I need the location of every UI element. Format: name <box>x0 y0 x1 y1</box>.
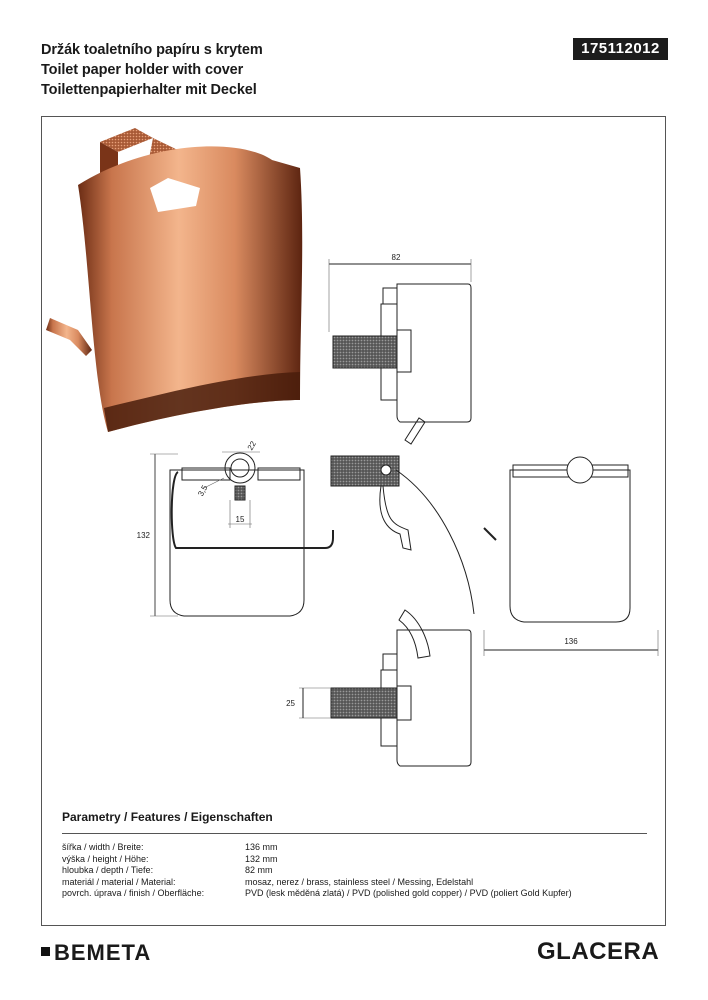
param-label: materiál / material / Material: <box>62 876 176 887</box>
params-divider <box>62 833 647 834</box>
detail-view <box>330 455 475 659</box>
param-label: výška / height / Höhe: <box>62 853 149 864</box>
params-title: Parametry / Features / Eigenschaften <box>62 810 273 824</box>
title-block: Držák toaletního papíru s krytem Toilet … <box>41 40 263 100</box>
brand-logo: BEMETA <box>41 940 151 966</box>
dim-rod-label: 25 <box>286 699 295 708</box>
brand-name: BEMETA <box>54 940 152 965</box>
product-image <box>46 128 303 432</box>
param-value: 136 mm <box>245 842 278 852</box>
param-label: povrch. úprava / finish / Oberfläche: <box>62 888 205 899</box>
bottom-view <box>299 629 472 767</box>
dim-height-label: 132 <box>137 531 151 540</box>
dim-spacing-label: 15 <box>236 515 245 524</box>
title-german: Toilettenpapierhalter mit Deckel <box>41 82 257 98</box>
param-value: PVD (lesk měděná zlatá) / PVD (polished … <box>245 888 572 899</box>
logo-square-icon <box>41 947 50 956</box>
title-english: Toilet paper holder with cover <box>41 62 244 78</box>
param-value: 82 mm <box>245 865 273 876</box>
dim-diameter-label: 22 <box>246 439 259 452</box>
dim-depth-label: 82 <box>392 253 401 262</box>
product-cover <box>78 146 303 432</box>
side-view <box>328 259 472 445</box>
param-label: hloubka / depth / Tiefe: <box>62 865 154 876</box>
param-label: šířka / width / Breite: <box>62 842 144 852</box>
title-czech: Držák toaletního papíru s krytem <box>41 42 263 58</box>
product-code: 175112012 <box>573 38 668 60</box>
right-view <box>483 456 659 656</box>
dim-bolt-label: 3,5 <box>196 483 210 498</box>
product-knob-top <box>100 128 153 152</box>
drawing-frame <box>41 116 666 926</box>
front-view <box>150 451 334 617</box>
series-name: GLACERA <box>537 938 660 965</box>
param-value: mosaz, nerez / brass, stainless steel / … <box>245 876 474 887</box>
dim-width-label: 136 <box>564 637 578 646</box>
param-value: 132 mm <box>245 853 278 864</box>
